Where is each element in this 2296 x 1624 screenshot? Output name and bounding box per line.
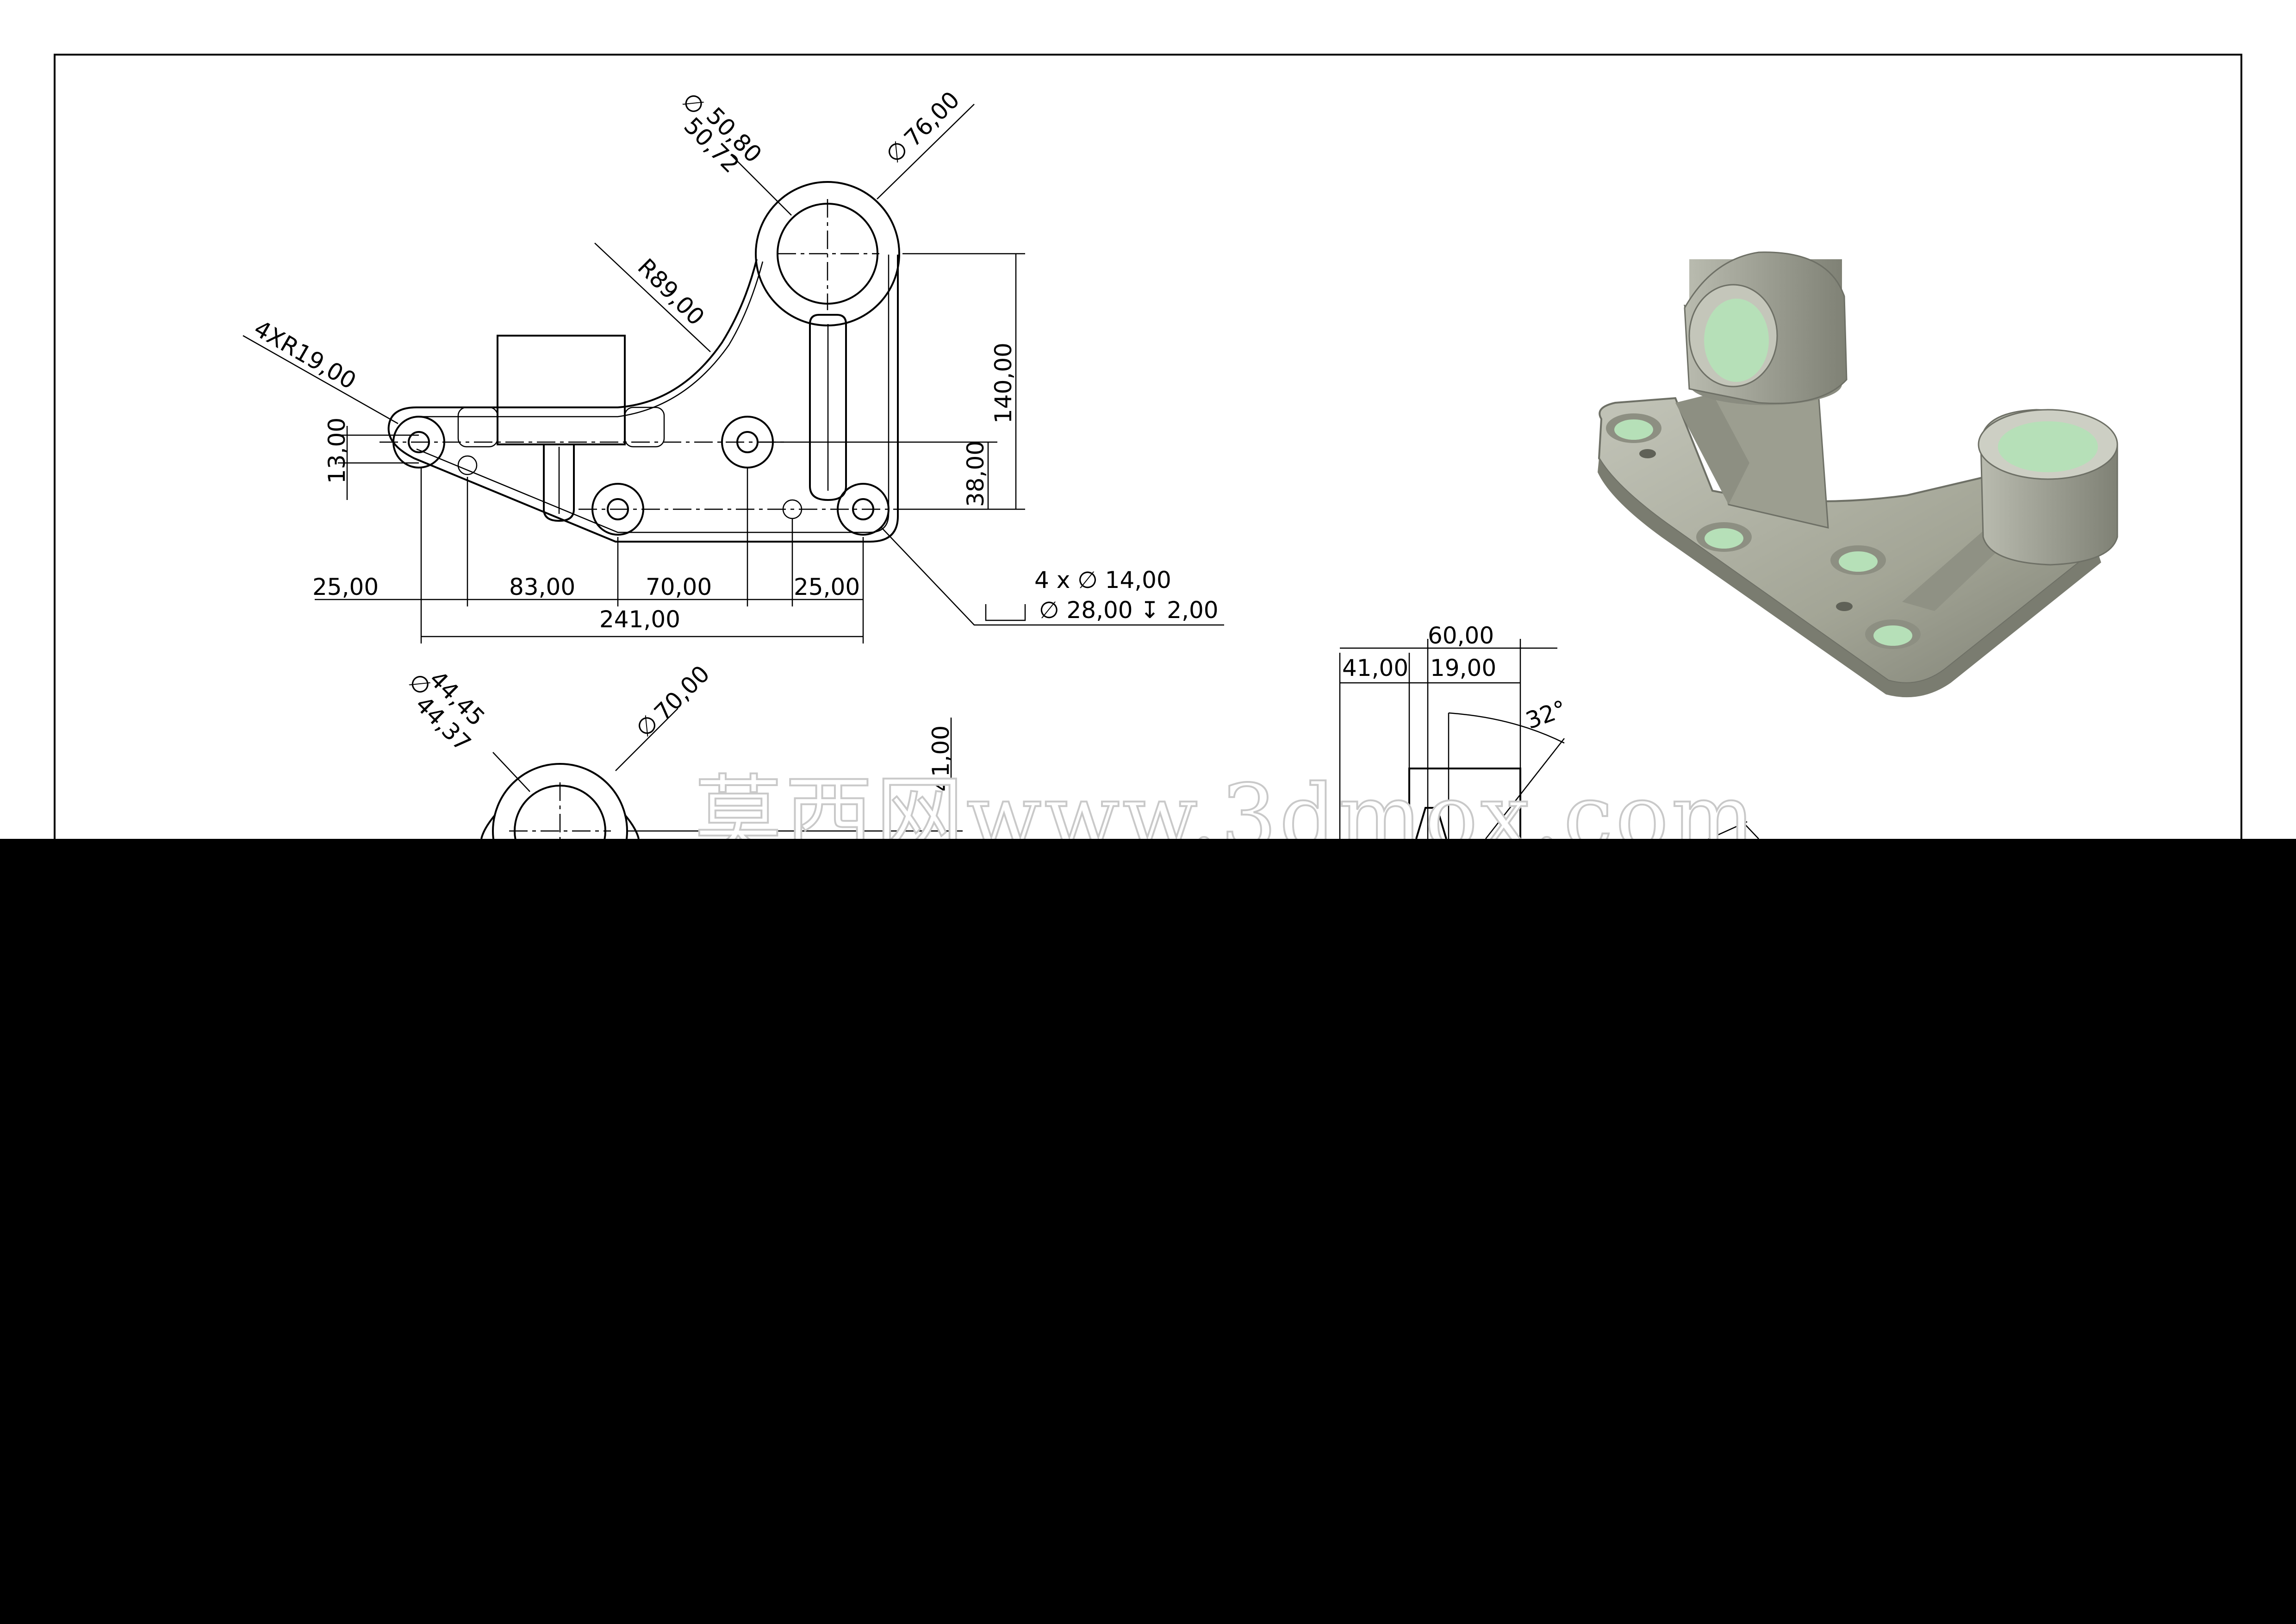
dim-height-total: 140,00 bbox=[990, 343, 1017, 424]
dim-boss-dia: 76,00 bbox=[899, 86, 964, 152]
side-view: 60,00 41,00 19,00 32° bbox=[1339, 622, 1759, 876]
isometric-part-render bbox=[1598, 251, 2118, 698]
square-boss bbox=[497, 335, 626, 445]
dim-x70: 70,00 bbox=[646, 574, 712, 600]
blacked-out-region bbox=[0, 839, 2296, 1624]
right-bore-highlight bbox=[1998, 421, 2098, 472]
upper-bore-highlight bbox=[1704, 299, 1769, 382]
dim-height-mid: 38,00 bbox=[962, 441, 989, 507]
lower-dim-height: 41,00 bbox=[927, 725, 954, 792]
dim-x83: 83,00 bbox=[509, 574, 575, 600]
dim-height-small: 13,00 bbox=[324, 418, 350, 484]
plate-outline bbox=[387, 255, 899, 543]
svg-text:∅: ∅ bbox=[677, 87, 710, 120]
side-dim-offset: 41,00 bbox=[1342, 655, 1408, 681]
dim-x25-left: 25,00 bbox=[312, 574, 379, 600]
top-view: 50,80 ∅ 50,72 ∅ 76,00 R89,00 4XR19,00 13… bbox=[243, 86, 1224, 643]
dim-corner-radius: 4XR19,00 bbox=[249, 315, 361, 394]
lower-dim-boss-dia: 70,00 bbox=[649, 660, 715, 726]
dim-fillet-radius: R89,00 bbox=[633, 253, 710, 331]
side-dim-width-total: 60,00 bbox=[1428, 622, 1494, 649]
dim-x25-right: 25,00 bbox=[794, 574, 860, 600]
hole-note-line2: ∅ 28,00 ↧ 2,00 bbox=[1039, 597, 1219, 624]
dim-width-total: 241,00 bbox=[599, 606, 680, 633]
side-dim-angle: 32° bbox=[1522, 695, 1570, 734]
hole-note-line1: 4 x ∅ 14,00 bbox=[1034, 567, 1171, 593]
side-dim-width-inner: 19,00 bbox=[1430, 655, 1496, 681]
